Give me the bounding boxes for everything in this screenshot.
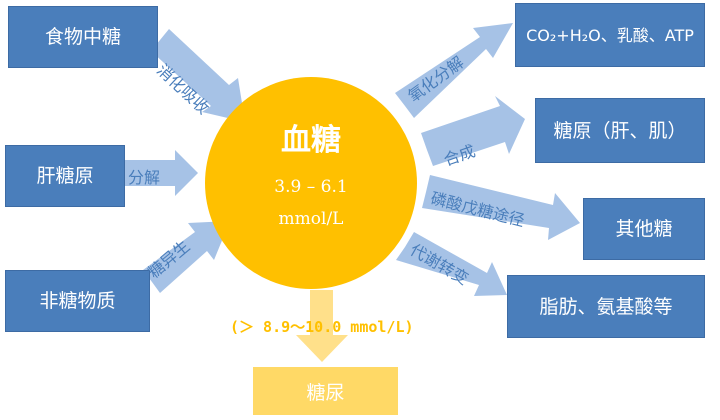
arrow-digestion <box>151 29 245 122</box>
arrow-overflow <box>296 290 348 362</box>
blood-sugar-range: 3.9 – 6.1 <box>274 177 348 197</box>
box-other-sugars: 其他糖 <box>583 198 705 260</box>
arrow-decomposition <box>124 150 198 196</box>
arrow-conversion <box>396 232 507 296</box>
arrow-synthesis <box>421 96 525 166</box>
blood-sugar-circle: 血糖 3.9 – 6.1 mmol/L <box>205 77 417 289</box>
box-oxidation-products: CO₂+H₂O、乳酸、ATP <box>515 3 705 67</box>
arrow-pentose <box>422 175 580 240</box>
box-fat-amino: 脂肪、氨基酸等 <box>507 275 705 338</box>
box-liver-glycogen: 肝糖原 <box>5 145 125 207</box>
box-glycosuria: 糖尿 <box>253 367 398 415</box>
box-non-sugar: 非糖物质 <box>5 270 150 332</box>
box-glycogen: 糖原（肝、肌） <box>535 98 705 163</box>
blood-sugar-unit: mmol/L <box>278 209 344 229</box>
blood-sugar-title: 血糖 <box>281 123 341 158</box>
arrow-oxidation <box>395 23 513 118</box>
threshold-label: (＞ 8.9～10.0 mmol/L) <box>230 318 414 336</box>
label-decomposition: 分解 <box>128 168 161 187</box>
arrow-gluconeogenesis <box>143 221 230 293</box>
box-food-sugar: 食物中糖 <box>8 6 158 68</box>
